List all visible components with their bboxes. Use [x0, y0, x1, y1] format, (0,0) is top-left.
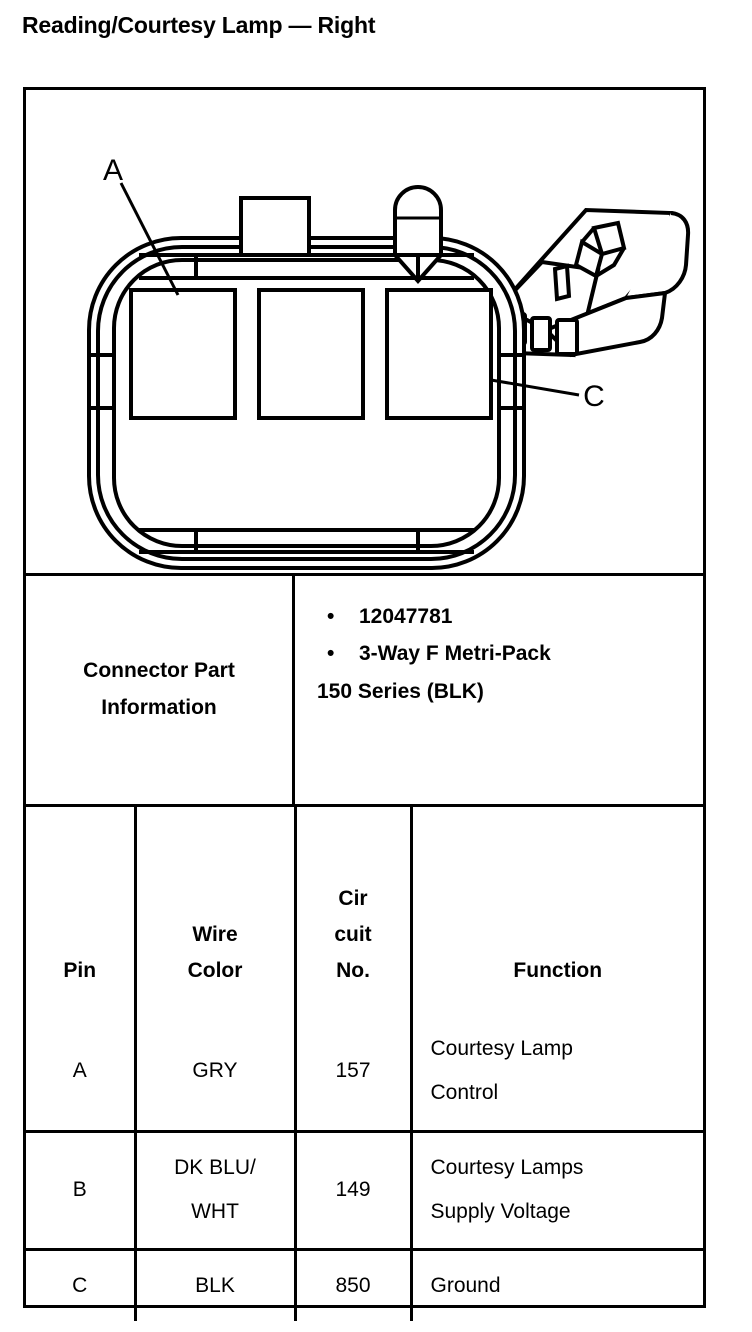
leader-line-c	[490, 378, 580, 397]
table-header-row: Pin Wire Color Cir cuit No. Function	[26, 807, 703, 1013]
connector-diagram: A C	[87, 154, 691, 570]
cell-function: Courtesy Lamps Supply Voltage	[411, 1131, 703, 1251]
cell-function-line2: Control	[430, 1081, 499, 1105]
bullet-icon: •	[327, 605, 335, 628]
callout-leader-lines	[119, 182, 580, 397]
part-info-label: Connector Part Information	[83, 653, 235, 727]
connector-bottom-shelf	[139, 528, 474, 554]
table-row: C BLK 850 Ground	[26, 1249, 703, 1321]
cavity-a	[129, 288, 237, 420]
connector-diagram-panel: A C	[26, 90, 703, 576]
column-header-circuit-no-line3: No.	[336, 958, 370, 982]
cell-function-line2: Supply Voltage	[430, 1200, 571, 1223]
part-description-continuation: 150 Series (BLK)	[317, 679, 484, 703]
cell-wire-color: GRY	[135, 1013, 297, 1133]
part-number: 12047781	[359, 605, 453, 628]
column-header-wire-color-line2: Color	[187, 958, 243, 982]
cell-pin: B	[26, 1131, 137, 1251]
part-info-label-line1: Connector Part	[83, 659, 235, 683]
part-info-bullet-2: • 3-Way F Metri-Pack	[317, 635, 703, 672]
cell-function-line1: Ground	[430, 1273, 501, 1297]
leader-line-a	[119, 182, 180, 296]
part-description: 3-Way F Metri-Pack	[359, 642, 551, 666]
cell-function: Ground	[411, 1249, 703, 1321]
callout-label-c: C	[583, 380, 605, 413]
connector-side-notches	[89, 353, 524, 410]
part-info-bullet-1: • 12047781	[317, 598, 703, 635]
table-row: B DK BLU/ WHT 149 Courtesy Lamps Supply …	[26, 1131, 703, 1251]
cell-wire-color-line1: BLK	[195, 1273, 235, 1297]
cell-pin: A	[26, 1013, 137, 1133]
cell-wire-color-line1: DK BLU/	[174, 1155, 256, 1179]
cell-circuit-no: 149	[295, 1131, 413, 1251]
page-title: Reading/Courtesy Lamp — Right	[22, 12, 376, 38]
pin-assignment-table: Pin Wire Color Cir cuit No. Function A G…	[26, 807, 703, 1321]
cell-wire-color: BLK	[135, 1249, 297, 1321]
cell-function: Courtesy Lamp Control	[411, 1013, 703, 1133]
bullet-icon: •	[327, 642, 335, 666]
cell-circuit-no: 850	[295, 1249, 413, 1321]
connector-part-information-row: Connector Part Information • 12047781 • …	[26, 576, 703, 807]
column-header-pin: Pin	[26, 807, 137, 1013]
table-row: A GRY 157 Courtesy Lamp Control	[26, 1013, 703, 1133]
part-info-label-line2: Information	[101, 696, 217, 719]
connector-info-table: A C Connector Part Information • 1204778…	[23, 87, 706, 1321]
cavity-c	[385, 288, 493, 420]
cell-wire-color-line1: GRY	[192, 1059, 238, 1083]
column-header-function: Function	[513, 958, 603, 982]
callout-label-a: A	[103, 154, 123, 187]
cell-function-line1: Courtesy Lamps	[430, 1155, 584, 1179]
isometric-connector-view	[495, 207, 691, 358]
column-header-circuit-no-line2: cuit	[334, 922, 372, 946]
column-header-wire-color: Wire Color	[135, 807, 297, 1013]
cell-pin: C	[26, 1249, 137, 1321]
cell-circuit-no: 157	[295, 1013, 413, 1133]
connector-top-shelf	[139, 253, 474, 280]
column-header-circuit-no: Cir cuit No.	[295, 807, 413, 1013]
cell-function-line1: Courtesy Lamp	[430, 1037, 573, 1061]
part-info-label-cell: Connector Part Information	[26, 576, 295, 804]
terminal-cavities	[129, 288, 493, 420]
cavity-b	[257, 288, 365, 420]
cell-wire-color: DK BLU/ WHT	[135, 1131, 297, 1251]
column-header-wire-color-line1: Wire	[192, 922, 238, 946]
column-header-circuit-no-line1: Cir	[338, 886, 368, 910]
part-info-value-cell: • 12047781 • 3-Way F Metri-Pack 150 Seri…	[295, 576, 703, 804]
cell-wire-color-line2: WHT	[191, 1200, 239, 1223]
